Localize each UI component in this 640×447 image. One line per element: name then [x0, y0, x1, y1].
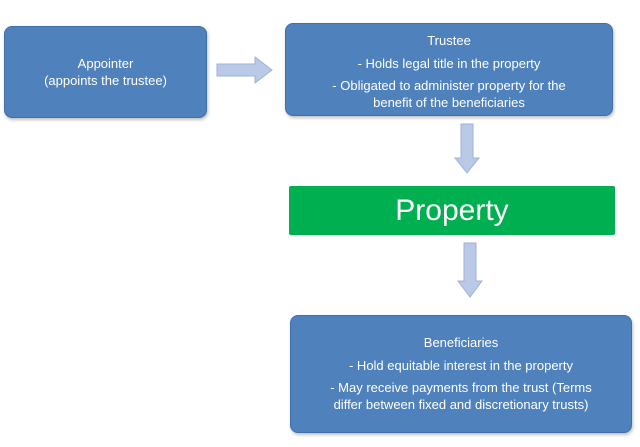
property-label: Property: [395, 193, 509, 227]
arrow-trustee-to-property: [453, 123, 481, 174]
trustee-title: Trustee: [427, 33, 471, 48]
appointer-label: Appointer: [77, 56, 134, 71]
beneficiaries-bullet-equitable-interest: - Hold equitable interest in the propert…: [348, 358, 573, 373]
trustee-bullet-obligation-line1: - Obligated to administer property for t…: [332, 78, 566, 93]
appointer-description: (appoints the trustee): [44, 73, 167, 88]
trustee-bullet-obligation-line2: benefit of the beneficiaries: [373, 95, 525, 110]
trustee-box: Trustee - Holds legal title in the prope…: [285, 23, 613, 116]
property-box: Property: [289, 186, 615, 235]
trustee-bullet-legal-title: - Holds legal title in the property: [357, 56, 541, 71]
arrow-appointer-to-trustee: [216, 55, 273, 85]
arrow-property-to-beneficiaries: [457, 242, 483, 298]
beneficiaries-title: Beneficiaries: [423, 335, 499, 350]
appointer-box: Appointer (appoints the trustee): [4, 26, 207, 118]
beneficiaries-bullet-payments-line2: differ between fixed and discretionary t…: [333, 397, 589, 412]
beneficiaries-bullet-payments-line1: - May receive payments from the trust (T…: [330, 380, 592, 395]
beneficiaries-box: Beneficiaries - Hold equitable interest …: [290, 315, 632, 433]
